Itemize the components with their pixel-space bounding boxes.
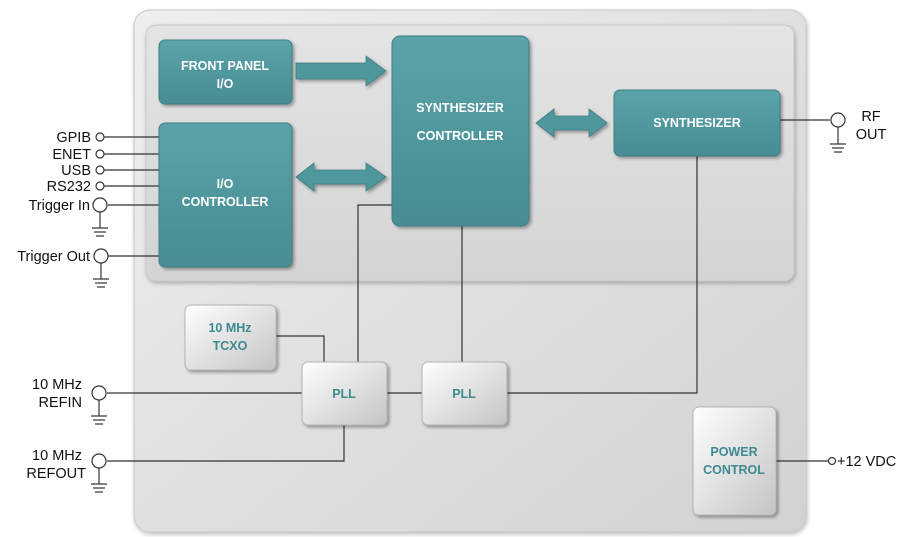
trigger-out-ground-icon <box>93 278 109 288</box>
trigger-in-ground-icon <box>92 227 108 237</box>
tcxo-label-1: 10 MHz <box>208 321 251 335</box>
front-panel-block: FRONT PANEL I/O <box>158 39 293 105</box>
arrows <box>295 55 608 192</box>
rs232-connector-icon <box>95 181 105 191</box>
pll-left-block: PLL <box>301 361 388 426</box>
gpib-port: GPIB <box>56 130 105 146</box>
trigger-in-coax-icon <box>92 197 108 213</box>
refout-coax-icon <box>91 453 107 469</box>
enet-label: ENET <box>52 147 91 163</box>
synthesizer-block: SYNTHESIZER <box>613 89 781 157</box>
io-controller-block: I/O CONTROLLER <box>158 122 293 268</box>
refout-label-1: 10 MHz <box>32 448 82 464</box>
rs232-port: RS232 <box>47 179 105 195</box>
power-control-label-1: POWER <box>710 445 757 459</box>
io-controller-label-2: CONTROLLER <box>182 195 269 209</box>
pll-left-label: PLL <box>332 387 356 401</box>
usb-label: USB <box>61 163 91 179</box>
enet-connector-icon <box>95 149 105 159</box>
synth-controller-label-1: SYNTHESIZER <box>416 101 504 115</box>
usb-port: USB <box>61 163 105 179</box>
refin-port: 10 MHz REFIN <box>32 377 107 425</box>
power-connector-icon <box>827 456 837 466</box>
gpib-connector-icon <box>95 132 105 142</box>
io-synth-arrow <box>295 162 387 192</box>
power-control-block: POWER CONTROL <box>692 406 777 516</box>
trigger-in-label: Trigger In <box>28 198 90 214</box>
synth-controller-block: SYNTHESIZER CONTROLLER <box>391 35 530 227</box>
synth-bidirectional-arrow <box>535 108 608 138</box>
refin-coax-icon <box>91 385 107 401</box>
tcxo-to-pll <box>276 335 325 362</box>
refin-ground-icon <box>91 415 107 425</box>
front-panel-label-1: FRONT PANEL <box>181 59 269 73</box>
rs232-label: RS232 <box>47 179 91 195</box>
rf-out-ground-icon <box>830 143 846 153</box>
enet-port: ENET <box>52 147 105 163</box>
pll-right-label: PLL <box>452 387 476 401</box>
trigger-out-port: Trigger Out <box>17 248 109 288</box>
synthesizer-label: SYNTHESIZER <box>653 116 741 130</box>
tcxo-label-2: TCXO <box>213 339 248 353</box>
rf-out-label-2: OUT <box>856 127 887 143</box>
rf-out-label-1: RF <box>861 109 880 125</box>
power-input-label: +12 VDC <box>837 454 896 470</box>
rf-out-port: RF OUT <box>830 109 887 153</box>
gpib-label: GPIB <box>56 130 91 146</box>
refin-label-1: 10 MHz <box>32 377 82 393</box>
trigger-in-port: Trigger In <box>28 197 108 237</box>
synth-controller-label-2: CONTROLLER <box>417 129 504 143</box>
rf-out-coax-icon <box>830 112 846 128</box>
synth-to-pll-right <box>507 156 698 394</box>
pll-right-block: PLL <box>421 361 508 426</box>
refin-label-2: REFIN <box>39 395 83 411</box>
usb-connector-icon <box>95 165 105 175</box>
refout-label-2: REFOUT <box>26 466 86 482</box>
front-panel-label-2: I/O <box>217 77 234 91</box>
trigger-out-label: Trigger Out <box>17 249 90 265</box>
trigger-out-coax-icon <box>93 248 109 264</box>
power-input-port: +12 VDC <box>827 454 896 470</box>
refout-port: 10 MHz REFOUT <box>26 448 107 493</box>
power-control-label-2: CONTROL <box>703 463 765 477</box>
refout-ground-icon <box>91 483 107 493</box>
front-panel-arrow <box>295 55 387 87</box>
wiring <box>104 119 830 462</box>
synth-ctrl-to-pll-left <box>357 204 392 362</box>
tcxo-block: 10 MHz TCXO <box>184 304 277 371</box>
io-controller-label-1: I/O <box>217 177 234 191</box>
refout-line <box>107 425 345 462</box>
